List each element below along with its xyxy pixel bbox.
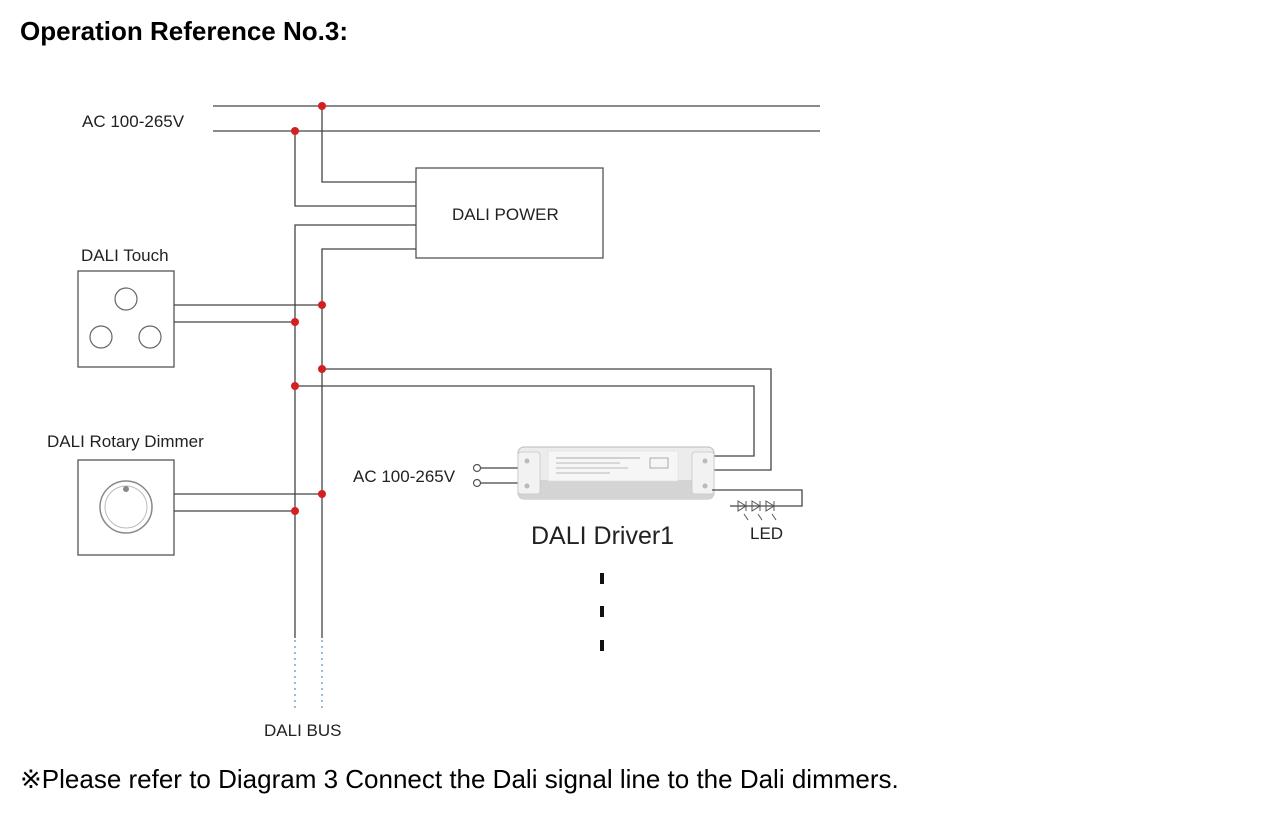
junction-node	[291, 507, 299, 515]
driver-bus-wire-2	[295, 385, 755, 457]
driver-label: DALI Driver1	[531, 522, 674, 550]
dali-driver-device	[517, 446, 715, 500]
page-heading: Operation Reference No.3:	[20, 16, 348, 46]
reference-note: ※Please refer to Diagram 3 Connect the D…	[20, 764, 899, 794]
continuation-mark	[600, 606, 604, 617]
ac-terminal-2	[472, 478, 482, 488]
touch-button-left	[89, 325, 113, 349]
junction-node	[291, 318, 299, 326]
ac-terminal-1	[472, 463, 482, 473]
driver-bus-wire-1	[322, 368, 772, 471]
rotary-knob-icon	[99, 480, 153, 534]
dali-bus-label: DALI BUS	[264, 721, 341, 740]
junction-node	[318, 102, 326, 110]
rotary-knob-indicator	[123, 486, 129, 492]
dali-power-box	[415, 167, 604, 259]
dali-rotary-label: DALI Rotary Dimmer	[47, 432, 204, 451]
dali-touch-label: DALI Touch	[81, 246, 169, 265]
bus-line-right	[321, 248, 416, 638]
dali-touch-panel	[77, 270, 175, 368]
junction-node	[291, 127, 299, 135]
ac-drop-to-power-2	[294, 131, 416, 207]
touch-button-right	[138, 325, 162, 349]
led-icon	[737, 500, 777, 521]
ac-label-top: AC 100-265V	[82, 112, 185, 131]
junction-node	[318, 301, 326, 309]
touch-button-top	[114, 287, 138, 311]
continuation-mark	[600, 573, 604, 584]
ac-label-driver: AC 100-265V	[353, 467, 456, 486]
junction-node	[318, 490, 326, 498]
led-label: LED	[750, 524, 783, 543]
dali-power-label: DALI POWER	[452, 205, 559, 224]
junction-node	[318, 365, 326, 373]
junction-node	[291, 382, 299, 390]
continuation-mark	[600, 640, 604, 651]
bus-line-left	[294, 224, 416, 638]
ac-drop-to-power-1	[321, 106, 416, 183]
